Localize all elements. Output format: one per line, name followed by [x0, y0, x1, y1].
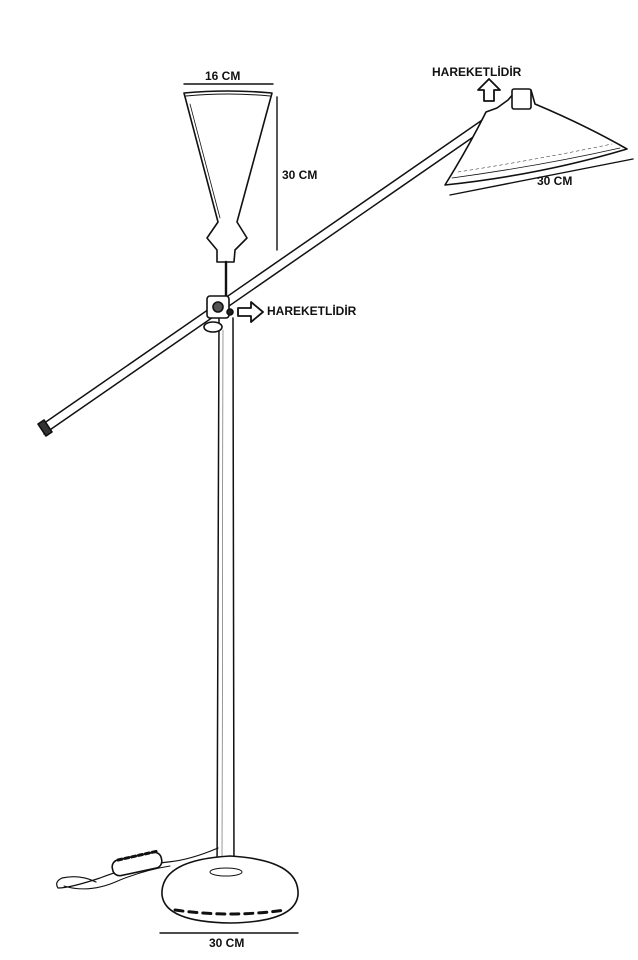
power-cable — [56, 847, 219, 890]
base-width-label: 30 CM — [209, 936, 244, 950]
lamp-base — [161, 855, 299, 924]
head-shade-width-label: 30 CM — [537, 174, 572, 188]
head-shade — [444, 88, 628, 186]
arm-movable-label: HAREKETLİDİR — [267, 303, 357, 318]
pivot-joint — [203, 295, 234, 333]
swing-arm — [37, 115, 493, 437]
arrow-right-icon — [237, 301, 264, 323]
upper-shade-width-label: 16 CM — [205, 69, 240, 83]
upper-shade-height-label: 30 CM — [282, 168, 317, 182]
lamp-pole — [216, 317, 235, 881]
upper-shade — [183, 90, 273, 300]
arrow-up-icon — [477, 78, 501, 102]
head-shade-width-dimension — [449, 158, 634, 196]
head-movable-label: HAREKETLİDİR — [432, 64, 522, 79]
